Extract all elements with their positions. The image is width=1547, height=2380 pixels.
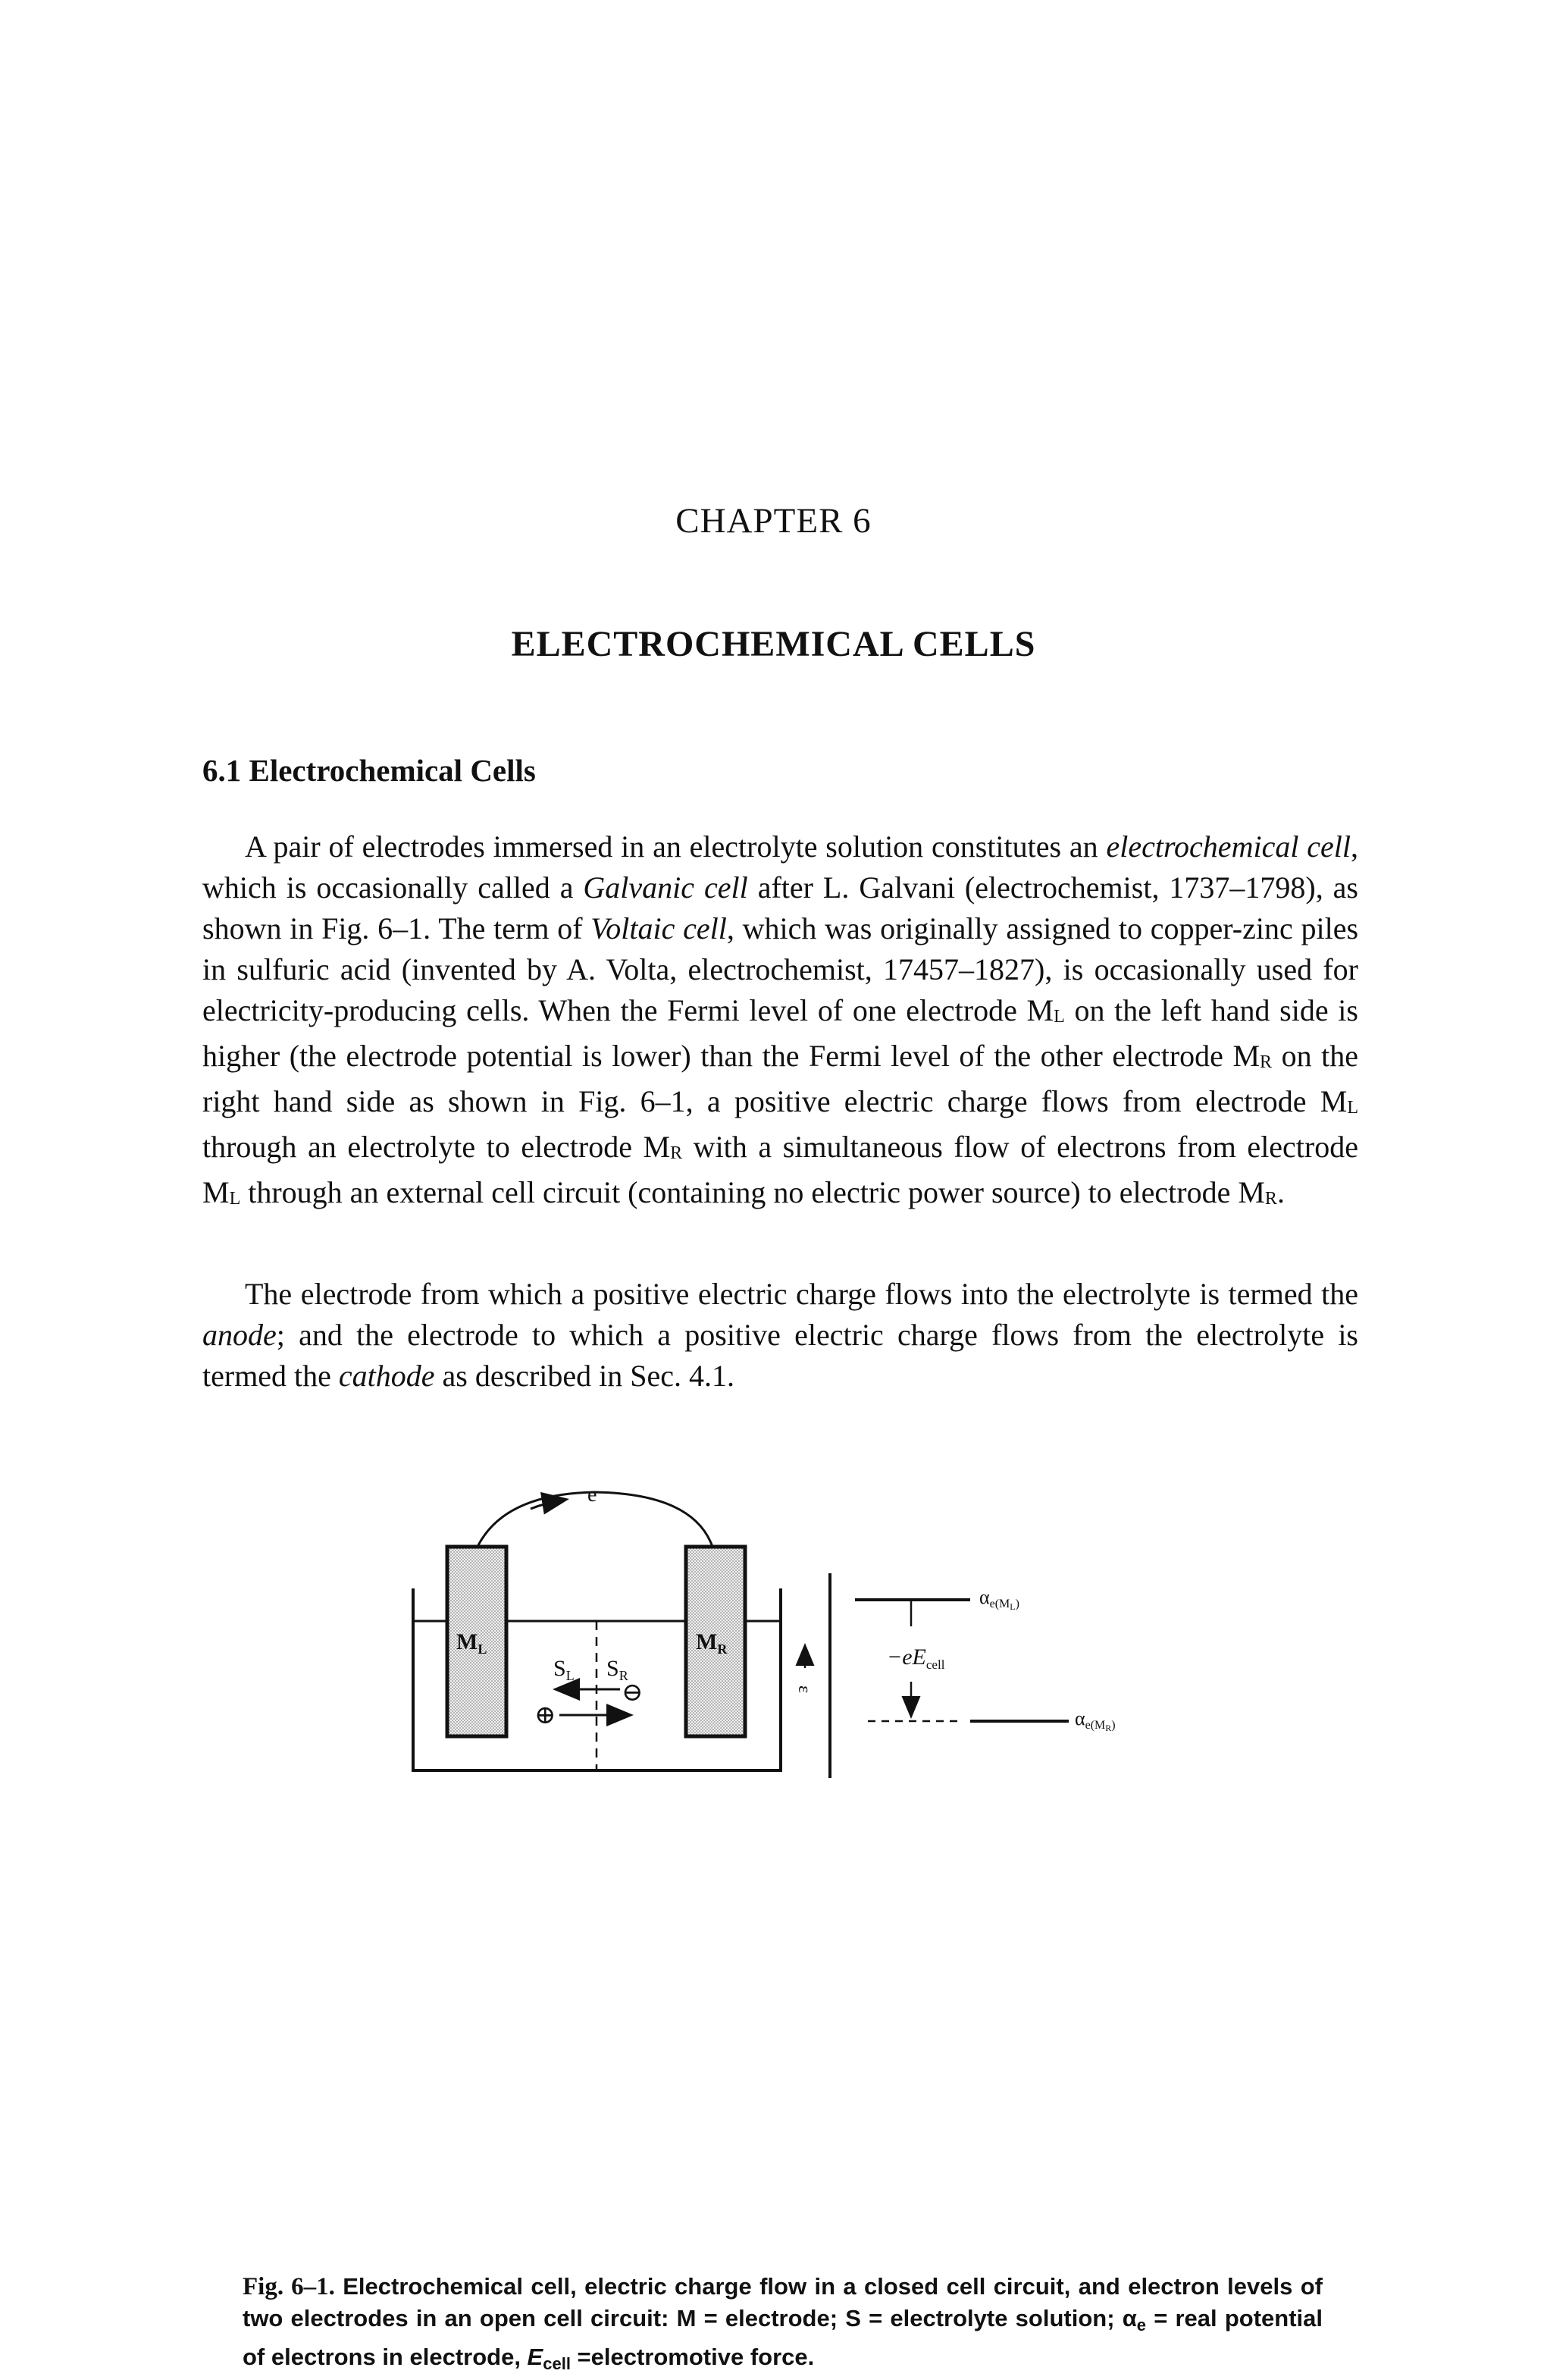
electron-flow-arrow xyxy=(530,1491,569,1515)
paragraph-1: A pair of electrodes immersed in an elec… xyxy=(202,829,1359,1209)
plus-sign: ⊕ xyxy=(534,1701,556,1729)
paragraph-2: The electrode from which a positive elec… xyxy=(202,1277,1358,1393)
external-circuit-wire xyxy=(476,1491,714,1547)
figure-caption: Fig. 6–1. Electrochemical cell, electric… xyxy=(243,2273,1323,2373)
electrode-left xyxy=(445,1544,509,1739)
fermi-level-left-label: αe(ML) xyxy=(979,1586,1019,1612)
minus-sign: ⊖ xyxy=(622,1679,644,1707)
electron-label: e xyxy=(587,1486,597,1507)
chapter-label: CHAPTER 6 xyxy=(675,501,872,541)
solution-right-label: SR xyxy=(606,1656,628,1683)
fermi-level-right-label: αe(MR) xyxy=(1075,1707,1116,1733)
solution-left-label: SL xyxy=(553,1656,575,1683)
electrode-right xyxy=(684,1544,747,1739)
chapter-title: ELECTROCHEMICAL CELLS xyxy=(511,624,1036,664)
emf-label: −eEcell xyxy=(887,1645,945,1672)
energy-axis-label: ε xyxy=(794,1685,814,1693)
figure-caption-label: Fig. 6–1. xyxy=(243,2273,335,2300)
electrode-right-label: MR xyxy=(696,1629,728,1657)
electrode-left-label: ML xyxy=(456,1629,487,1657)
figure-electrochemical-cell: e ML MR SL SR ⊖ ⊕ ε αe(ML) αe(MR) xyxy=(394,1486,1167,2267)
section-heading: 6.1 Electrochemical Cells xyxy=(202,753,536,788)
